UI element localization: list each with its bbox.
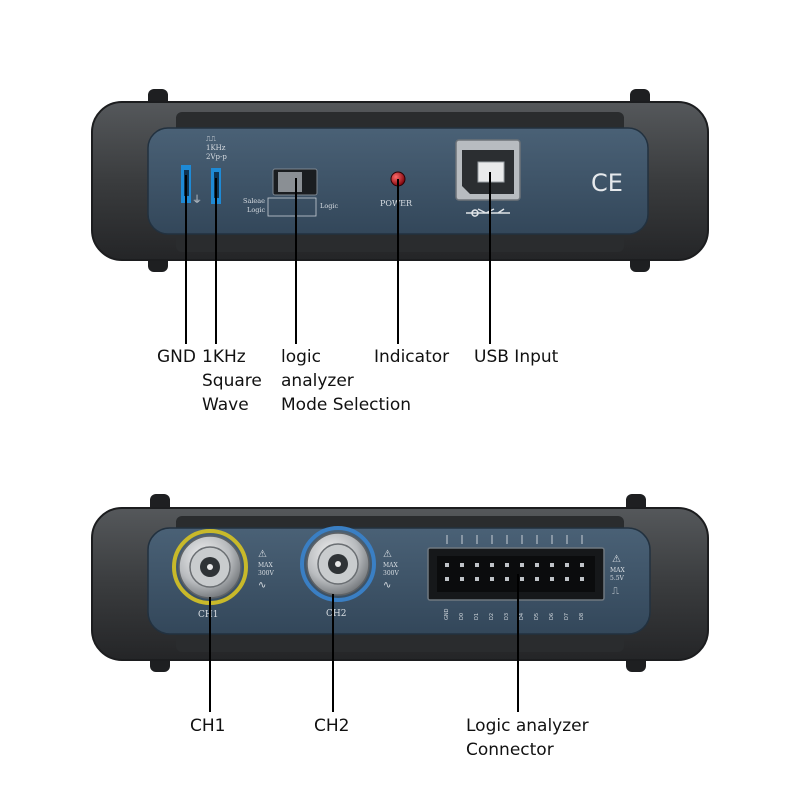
power-label: POWER <box>380 199 413 208</box>
ch1-max-label: MAX <box>258 562 273 569</box>
la-pin <box>460 577 464 581</box>
ch2-max-value: 300V <box>383 570 399 577</box>
ch2-color-ring <box>300 526 376 602</box>
la-pin <box>505 563 509 567</box>
la-pin <box>565 577 569 581</box>
callout-usb: USB Input <box>474 347 559 367</box>
ch1-max-value: 300V <box>258 570 274 577</box>
la-top-ticks <box>446 535 583 544</box>
la-pin <box>460 563 464 567</box>
la-pin-label: D1 <box>474 613 480 620</box>
callout-indicator: Indicator <box>374 347 450 367</box>
ce-mark: CE <box>591 169 623 197</box>
la-pin <box>580 577 584 581</box>
ch2-warning-icon: ⚠ <box>383 549 392 560</box>
top-device: ⏚ ⎍⎍ 1KHz 2Vp-p Saleae Logic Logic POWER… <box>91 89 709 272</box>
switch-label-logic-right: Logic <box>320 202 338 210</box>
la-pin-label: D4 <box>519 613 525 620</box>
la-pin <box>490 577 494 581</box>
la-pin <box>505 577 509 581</box>
la-pin <box>490 563 494 567</box>
la-pin <box>520 577 524 581</box>
ch2-ac-icon: ∿ <box>383 580 391 591</box>
la-pin-label: D7 <box>564 613 570 620</box>
la-pin <box>445 563 449 567</box>
la-pin <box>475 577 479 581</box>
la-pulse-icon: ⎍ <box>612 586 619 597</box>
amp-label: 2Vp-p <box>206 153 227 161</box>
ch2-max-label: MAX <box>383 562 398 569</box>
ch2-label: CH2 <box>326 609 346 619</box>
la-pin <box>535 577 539 581</box>
la-pin <box>565 563 569 567</box>
la-pin <box>475 563 479 567</box>
square-wave-symbol: ⎍⎍ <box>206 135 216 143</box>
la-pin <box>550 577 554 581</box>
la-pin-label: D2 <box>489 613 495 620</box>
ch2-bnc-pin <box>335 561 341 567</box>
ch1-label: CH1 <box>198 610 218 620</box>
callout-gnd: GND <box>157 347 196 367</box>
mode-switch-frame <box>267 197 317 217</box>
callout-la-connector: Logic analyzer Connector <box>466 716 589 760</box>
top-leader-lines <box>185 172 491 344</box>
la-max-label: MAX <box>610 567 625 574</box>
la-pin-label: D6 <box>549 613 555 620</box>
switch-label-saleae: Saleae <box>243 197 265 205</box>
bottom-leader-lines <box>209 574 519 712</box>
la-pin <box>535 563 539 567</box>
ch1-ac-icon: ∿ <box>258 580 266 591</box>
la-pin-label: GND <box>444 608 450 620</box>
la-pin <box>445 577 449 581</box>
la-pin-label: D3 <box>504 613 510 620</box>
la-warning-icon: ⚠ <box>612 554 621 565</box>
la-pin <box>550 563 554 567</box>
callout-ch2: CH2 <box>314 716 350 736</box>
callout-logic-mode: logic analyzer Mode Selection <box>281 347 412 415</box>
la-pin <box>520 563 524 567</box>
ground-symbol: ⏚ <box>192 194 202 206</box>
callout-square-wave: 1KHz Square Wave <box>202 347 262 415</box>
la-pin-labels: GND D0 D1 D2 D3 D4 D5 D6 D7 D8 <box>444 608 585 620</box>
callout-ch1: CH1 <box>190 716 226 736</box>
switch-label-logic-left: Logic <box>247 206 265 214</box>
bottom-device: CH1 ⚠ MAX 300V ∿ CH2 ⚠ MAX 300V ∿ GND D0 D… <box>91 494 709 672</box>
ch1-bnc-pin <box>207 564 213 570</box>
freq-label: 1KHz <box>206 144 226 152</box>
ch1-warning-icon: ⚠ <box>258 549 267 560</box>
mode-switch-slider[interactable] <box>278 172 302 192</box>
la-pin <box>580 563 584 567</box>
la-max-value: 5.5V <box>610 575 625 582</box>
la-pin-label: D0 <box>459 613 465 620</box>
la-pin-grid <box>445 563 584 581</box>
la-pin-label: D5 <box>534 613 540 620</box>
la-pin-label: D8 <box>579 613 585 620</box>
la-connector-cavity <box>437 556 595 592</box>
